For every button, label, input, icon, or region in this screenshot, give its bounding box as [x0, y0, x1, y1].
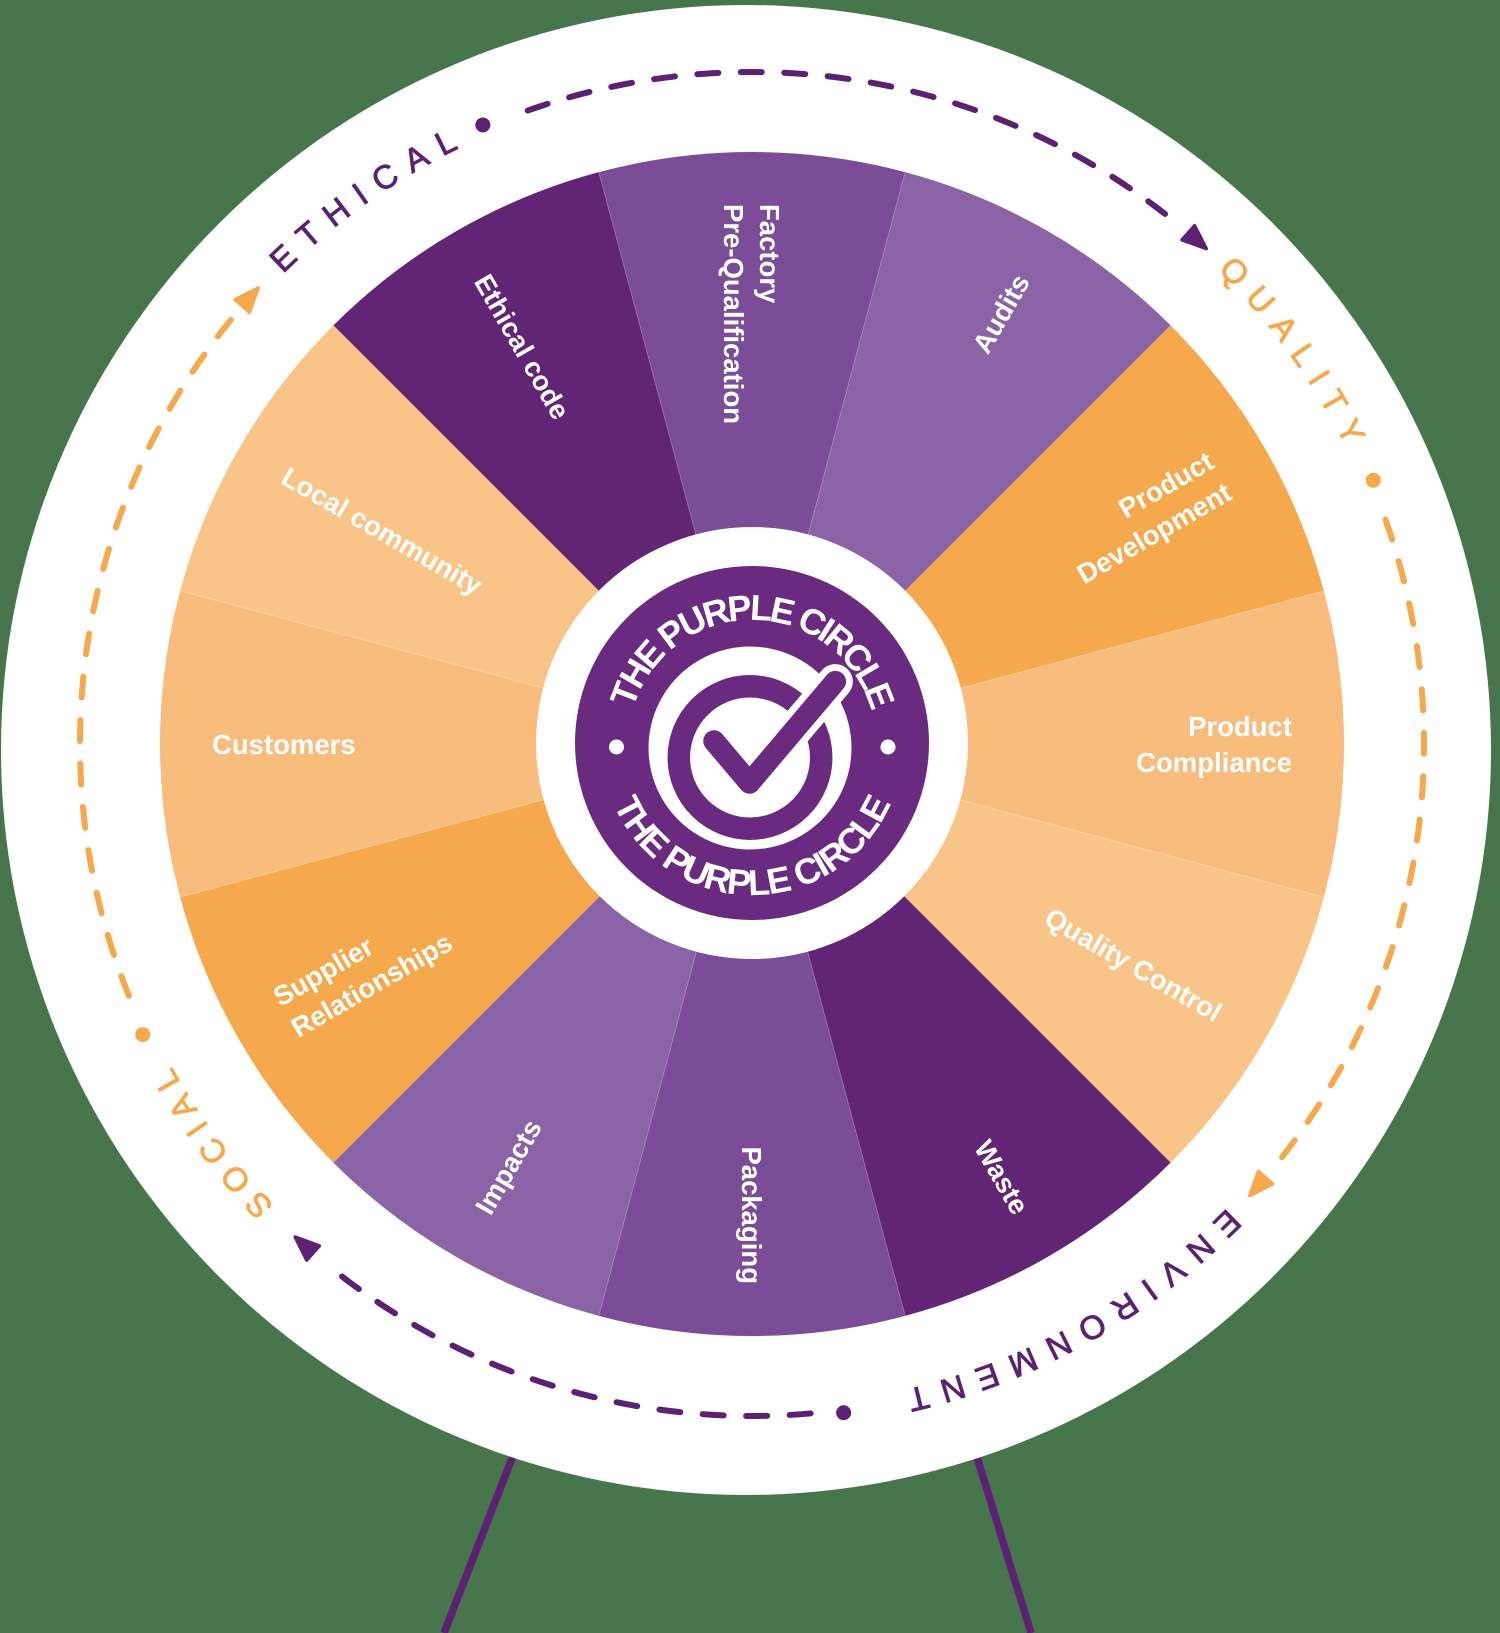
svg-text:FactoryPre-Qualification: FactoryPre-Qualification: [718, 204, 785, 424]
svg-text:Packaging: Packaging: [736, 1146, 767, 1284]
svg-text:Customers: Customers: [212, 729, 356, 760]
